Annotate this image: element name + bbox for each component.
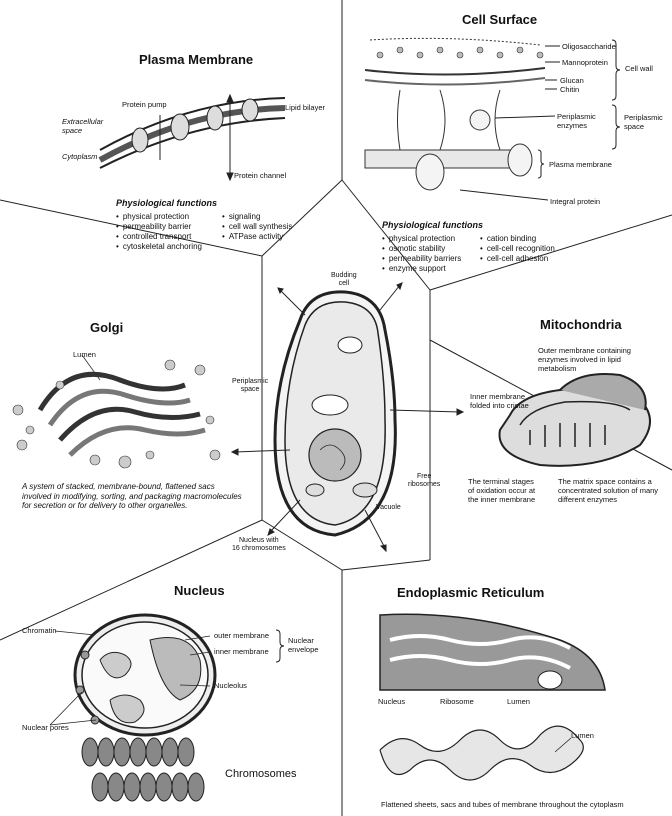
- list-item: cell-cell adhesion: [480, 254, 555, 264]
- golgi-description: A system of stacked, membrane-bound, fla…: [22, 482, 244, 511]
- list-item: controlled transport: [116, 232, 202, 242]
- oligosaccharide-label: Oligosaccharide: [562, 42, 616, 51]
- matrix-space-label: The matrix space contains a concentrated…: [558, 477, 658, 504]
- mitochondria-illustration: [500, 374, 651, 466]
- budding-cell-label: Budding cell: [331, 272, 357, 288]
- nuclear-pores-label: Nuclear pores: [22, 723, 69, 732]
- er-lumen-label-1: Lumen: [507, 697, 530, 706]
- glucan-label: Glucan: [560, 76, 584, 85]
- pm-functions-heading: Physiological functions: [116, 198, 217, 208]
- vacuole-label: Vacuole: [376, 504, 401, 512]
- list-item: cell-cell recognition: [480, 244, 555, 254]
- yeast-cell-illustration: [275, 292, 395, 535]
- list-item: cation binding: [480, 234, 555, 244]
- extracellular-space-label: Extracellular space: [62, 117, 103, 135]
- protein-channel-label: Protein channel: [234, 171, 286, 180]
- integral-protein-label: Integral protein: [550, 197, 600, 206]
- inner-membrane-nuc-label: inner membrane: [214, 647, 269, 656]
- chromosomes-illustration: [82, 738, 204, 801]
- list-item: osmotic stability: [382, 244, 461, 254]
- er-caption: Flattened sheets, sacs and tubes of memb…: [381, 800, 624, 809]
- plasma-membrane-label: Plasma membrane: [549, 160, 612, 169]
- list-item: cell wall synthesis: [222, 222, 292, 232]
- chromosomes-label: Chromosomes: [225, 768, 297, 780]
- list-item: physical protection: [116, 212, 202, 222]
- cell-surface-illustration: [365, 38, 545, 190]
- free-ribosomes-label: Free ribosomes: [408, 473, 440, 489]
- list-item: permeability barrier: [116, 222, 202, 232]
- pm-functions-list-2: signaling cell wall synthesis ATPase act…: [222, 212, 292, 242]
- mitochondria-title: Mitochondria: [540, 317, 622, 332]
- terminal-stages-label: The terminal stages of oxidation occur a…: [468, 477, 535, 504]
- chitin-label: Chitin: [560, 85, 579, 94]
- lipid-bilayer-label: Lipid bilayer: [285, 103, 325, 112]
- cell-surface-title: Cell Surface: [462, 12, 537, 27]
- nucleolus-label: Nucleolus: [214, 681, 247, 690]
- cs-functions-list-2: cation binding cell-cell recognition cel…: [480, 234, 555, 264]
- list-item: signaling: [222, 212, 292, 222]
- periplasmic-enzymes-label: Periplasmic enzymes: [557, 112, 596, 130]
- chromatin-label: Chromatin: [22, 626, 57, 635]
- cell-wall-label: Cell wall: [625, 64, 653, 73]
- golgi-lumen-label: Lumen: [73, 350, 96, 359]
- mannoprotein-label: Mannoprotein: [562, 58, 608, 67]
- list-item: ATPase activity: [222, 232, 292, 242]
- er-title: Endoplasmic Reticulum: [397, 585, 544, 600]
- nucleus-title: Nucleus: [174, 583, 225, 598]
- er-nucleus-label: Nucleus: [378, 697, 405, 706]
- plasma-membrane-title: Plasma Membrane: [139, 52, 253, 67]
- center-periplasmic-space-label: Periplasmic space: [232, 378, 268, 394]
- list-item: permeability barriers: [382, 254, 461, 264]
- cytoplasm-label: Cytoplasm: [62, 152, 97, 161]
- protein-pump-label: Protein pump: [122, 100, 167, 109]
- er-lumen-label-2: Lumen: [571, 731, 594, 740]
- nuclear-envelope-label: Nuclear envelope: [288, 636, 318, 654]
- er-ribosome-label: Ribosome: [440, 697, 474, 706]
- inner-membrane-label: Inner membrane folded into cristae: [470, 392, 529, 410]
- nucleus-16-chromosomes-label: Nucleus with 16 chromosomes: [232, 537, 286, 553]
- golgi-illustration: [13, 355, 220, 468]
- list-item: cytoskeletal anchoring: [116, 242, 202, 252]
- pm-functions-list-1: physical protection permeability barrier…: [116, 212, 202, 252]
- cs-functions-list-1: physical protection osmotic stability pe…: [382, 234, 461, 274]
- periplasmic-space-label: Periplasmic space: [624, 113, 663, 131]
- cs-functions-heading: Physiological functions: [382, 220, 483, 230]
- er-illustration: [380, 614, 605, 780]
- golgi-title: Golgi: [90, 320, 123, 335]
- list-item: physical protection: [382, 234, 461, 244]
- outer-membrane-label: Outer membrane containing enzymes involv…: [538, 346, 631, 373]
- outer-membrane-nuc-label: outer membrane: [214, 631, 269, 640]
- list-item: enzyme support: [382, 264, 461, 274]
